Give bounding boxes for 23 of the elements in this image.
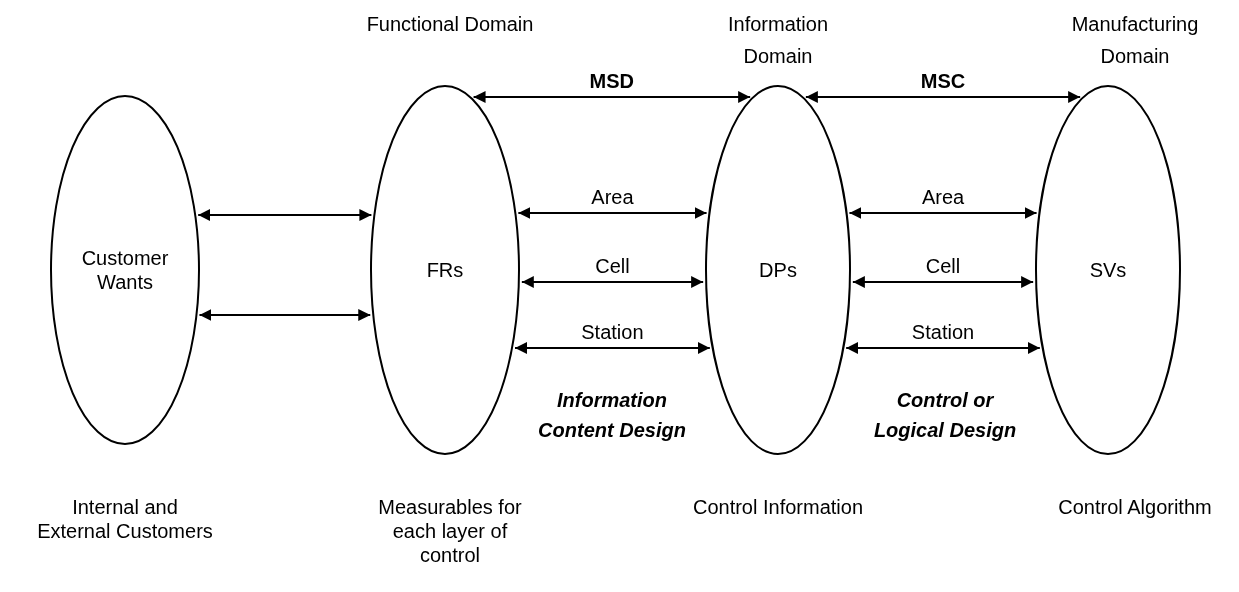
double-arrow [845, 342, 1041, 354]
caption-text: Control Algorithm [1057, 495, 1213, 519]
double-arrow [198, 309, 372, 321]
domain-heading: Functional Domain [365, 12, 535, 37]
domain-heading: Manufacturing Domain [1070, 12, 1200, 69]
ellipse-label: FRs [425, 258, 465, 282]
double-arrow [514, 342, 711, 354]
caption-text: Control Information [691, 495, 865, 519]
ellipse-label: Customer Wants [80, 246, 170, 294]
domain-heading: Information Domain [726, 12, 830, 69]
double-arrow [197, 209, 373, 221]
ellipse-label: DPs [758, 258, 798, 282]
double-arrow [851, 276, 1035, 288]
design-label: Control or Logical Design [872, 388, 1018, 443]
design-label: Information Content Design [537, 388, 687, 443]
double-arrow [848, 207, 1038, 219]
double-arrow [472, 91, 752, 103]
double-arrow [517, 207, 708, 219]
double-arrow [520, 276, 705, 288]
ellipse-label: SVs [1088, 258, 1128, 282]
caption-text: Measurables for each layer of control [377, 495, 523, 567]
caption-text: Internal and External Customers [36, 495, 214, 543]
double-arrow [804, 91, 1082, 103]
